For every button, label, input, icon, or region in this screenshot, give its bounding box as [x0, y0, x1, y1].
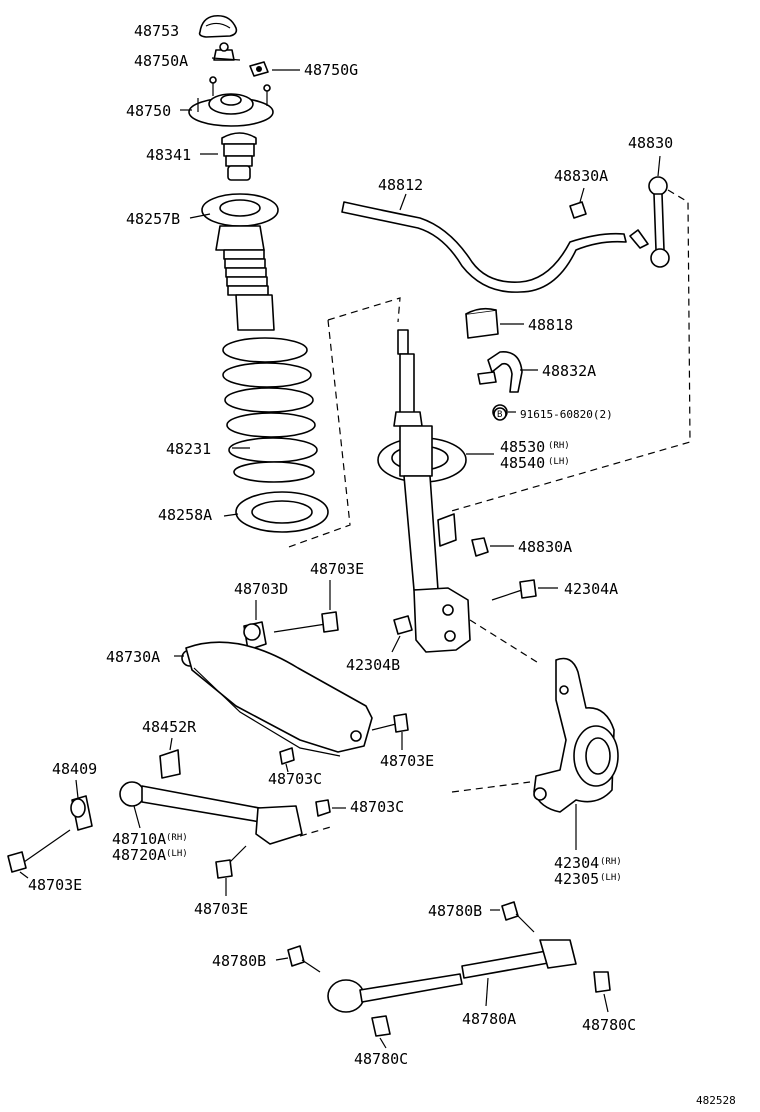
lower-arm-48730A — [181, 641, 373, 757]
label-48530-side: (RH) — [548, 441, 570, 451]
label-48730A: 48730A — [106, 648, 160, 666]
label-48780C-right: 48780C — [582, 1016, 636, 1034]
label-48540: 48540 — [500, 454, 545, 472]
label-48703D: 48703D — [234, 580, 288, 598]
label-48812: 48812 — [378, 176, 423, 194]
label-48830A-top: 48830A — [554, 167, 608, 185]
label-42304B: 42304B — [346, 656, 400, 674]
label-48780B-left: 48780B — [212, 952, 266, 970]
nut-48750G — [249, 61, 269, 77]
bolt-48703E-top — [273, 611, 339, 633]
coil-spring-48231 — [222, 337, 318, 483]
label-48720A-side: (LH) — [166, 849, 188, 859]
leader-lines — [19, 57, 661, 1049]
bushing-48818 — [465, 307, 499, 339]
nut-48830A-top — [569, 201, 587, 219]
spring-insulator-48257B — [201, 193, 279, 331]
label-48231: 48231 — [166, 440, 211, 458]
arm-48710A — [119, 781, 303, 845]
label-48710A-side: (RH) — [166, 833, 188, 843]
label-48720A: 48720A — [112, 846, 166, 864]
label-48750A: 48750A — [134, 52, 188, 70]
label-48780A: 48780A — [462, 1010, 516, 1028]
label-48750G: 48750G — [304, 61, 358, 79]
part-labels: 48753 48750A 48750G 48750 48341 48257B 4… — [28, 22, 736, 1107]
tie-rod-48780A — [327, 939, 577, 1013]
knuckle-indicator — [469, 619, 541, 665]
label-48409: 48409 — [52, 760, 97, 778]
bushing-48452R — [159, 749, 181, 779]
nut-48780C-right — [593, 971, 611, 993]
label-91615-badge: B — [497, 410, 502, 420]
bolt-48780B-left — [287, 945, 321, 973]
label-48830: 48830 — [628, 134, 673, 152]
lower-insulator-48258A — [235, 491, 329, 533]
shock-absorber-48530 — [377, 329, 471, 653]
label-48703E-mid: 48703E — [380, 752, 434, 770]
dust-cap-48753 — [198, 14, 238, 38]
label-42304A: 42304A — [564, 580, 618, 598]
label-42304: 42304 — [554, 854, 599, 872]
label-48750: 48750 — [126, 102, 171, 120]
bracket-48832A — [477, 351, 523, 393]
nut-48830A-mid — [471, 537, 489, 557]
label-42305-side: (LH) — [600, 873, 622, 883]
label-48703E-top: 48703E — [310, 560, 364, 578]
label-48703C-right: 48703C — [350, 798, 404, 816]
bolt-marker-badge — [493, 407, 507, 421]
nut-48750A — [213, 42, 235, 61]
bump-stopper-48341 — [221, 132, 257, 181]
bolt-42304A — [491, 579, 537, 601]
label-48830A-mid: 48830A — [518, 538, 572, 556]
label-48257B: 48257B — [126, 210, 180, 228]
label-48780C-left: 48780C — [354, 1050, 408, 1068]
stabilizer-bar-48812 — [341, 201, 627, 293]
nut-48703C-mid — [279, 747, 295, 765]
label-48703E-bottom: 48703E — [194, 900, 248, 918]
bushing-48409 — [70, 795, 93, 831]
steering-knuckle-42304 — [533, 657, 619, 813]
label-91615: 91615-60820(2) — [520, 408, 613, 421]
nut-48780C-left — [371, 1015, 391, 1037]
knuckle-lower-indicator — [451, 781, 531, 793]
stabilizer-link-48830 — [629, 176, 670, 268]
label-48753: 48753 — [134, 22, 179, 40]
arm-indicator — [299, 825, 335, 837]
bolt-48703E-bottom — [215, 845, 247, 879]
label-48258A: 48258A — [158, 506, 212, 524]
nut-42304B — [393, 615, 413, 635]
strut-mount-48750 — [188, 76, 274, 127]
label-48703C-mid: 48703C — [268, 770, 322, 788]
label-48780B-right: 48780B — [428, 902, 482, 920]
label-48703E-left: 48703E — [28, 876, 82, 894]
bolt-48703E-left — [7, 829, 71, 873]
bolt-48780B-right — [501, 901, 535, 933]
label-48832A: 48832A — [542, 362, 596, 380]
label-48341: 48341 — [146, 146, 191, 164]
label-48710A: 48710A — [112, 830, 166, 848]
assembly-indicator-line — [285, 297, 401, 549]
label-48818: 48818 — [528, 316, 573, 334]
label-48540-side: (LH) — [548, 457, 570, 467]
stab-link-indicator — [447, 189, 691, 513]
diagram-reference-number: 482528 — [696, 1094, 736, 1107]
label-42304-side: (RH) — [600, 857, 622, 867]
bolt-48703E-mid — [371, 713, 409, 733]
label-48530: 48530 — [500, 438, 545, 456]
label-48452R: 48452R — [142, 718, 197, 736]
label-42305: 42305 — [554, 870, 599, 888]
bushing-48703D — [243, 621, 267, 651]
nut-48703C-right — [315, 799, 331, 817]
